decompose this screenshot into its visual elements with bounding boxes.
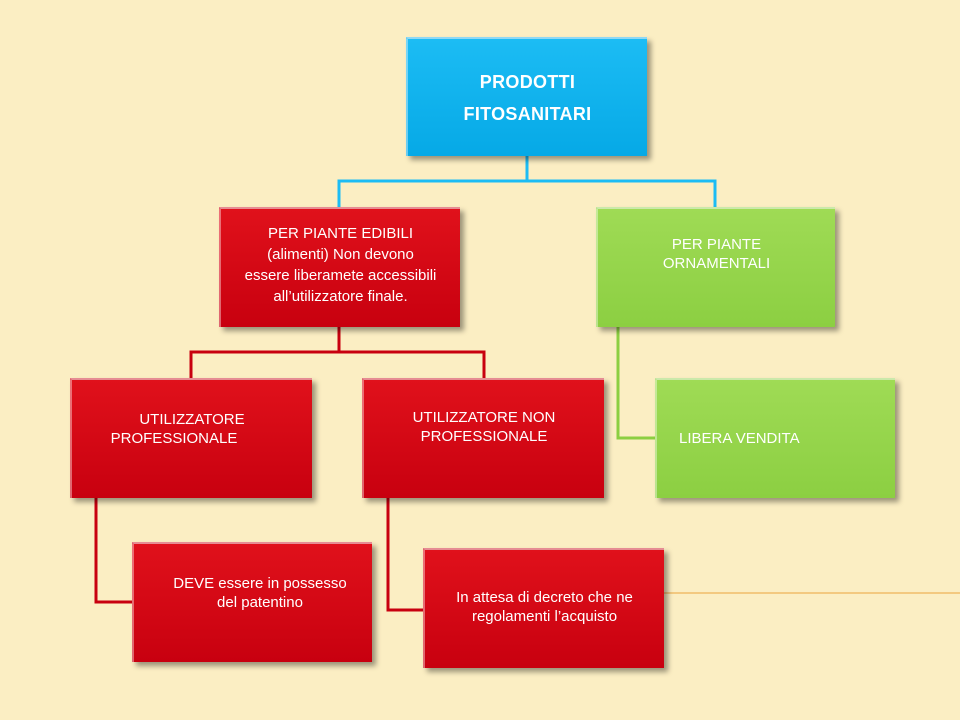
node-decreto: In attesa di decreto che ne regolamenti … — [423, 548, 664, 668]
node-text: UTILIZZATORE NON — [412, 409, 556, 426]
node-piante-edibili: PER PIANTE EDIBILI (alimenti) Non devono… — [219, 207, 460, 327]
node-text: PER PIANTE EDIBILI — [267, 225, 414, 242]
node-text: essere liberamete accessibili — [244, 267, 437, 284]
connector-root-to-ornamentali — [527, 179, 717, 207]
connector-edibili-to-professionale — [189, 327, 341, 378]
node-text: FITOSANITARI — [463, 103, 592, 124]
node-text: (alimenti) Non devono — [267, 246, 414, 263]
node-text: PRODOTTI — [479, 71, 576, 92]
node-utilizzatore-professionale: UTILIZZATORE PROFESSIONALE — [70, 378, 312, 498]
node-text: PROFESSIONALE — [420, 428, 548, 445]
accent-line — [664, 592, 960, 594]
connector-root-to-edibili — [337, 156, 529, 207]
node-text: DEVE essere in possesso — [173, 575, 347, 592]
node-text: regolamenti l’acquisto — [471, 608, 618, 625]
node-piante-ornamentali: PER PIANTE ORNAMENTALI — [596, 207, 835, 327]
node-text: LIBERA VENDITA — [679, 429, 800, 447]
node-text: UTILIZZATORE — [139, 411, 245, 428]
connector-edibili-to-non-professionale — [339, 350, 486, 378]
node-text: all’utilizzatore finale. — [273, 288, 408, 305]
node-text: PROFESSIONALE — [110, 430, 238, 447]
connector-professionale-to-patentino — [94, 498, 132, 604]
node-patentino: DEVE essere in possesso del patentino — [132, 542, 372, 662]
node-text: ORNAMENTALI — [662, 255, 771, 272]
connector-ornamentali-to-libera — [616, 327, 655, 440]
node-libera-vendita: LIBERA VENDITA — [655, 378, 895, 498]
node-utilizzatore-non-professionale: UTILIZZATORE NON PROFESSIONALE — [362, 378, 604, 498]
connector-non-professionale-to-decreto — [386, 498, 423, 612]
node-text: In attesa di decreto che ne — [456, 589, 633, 606]
node-prodotti-fitosanitari: PRODOTTI FITOSANITARI — [406, 37, 647, 156]
node-text: del patentino — [217, 594, 303, 611]
node-text: PER PIANTE — [671, 236, 762, 253]
